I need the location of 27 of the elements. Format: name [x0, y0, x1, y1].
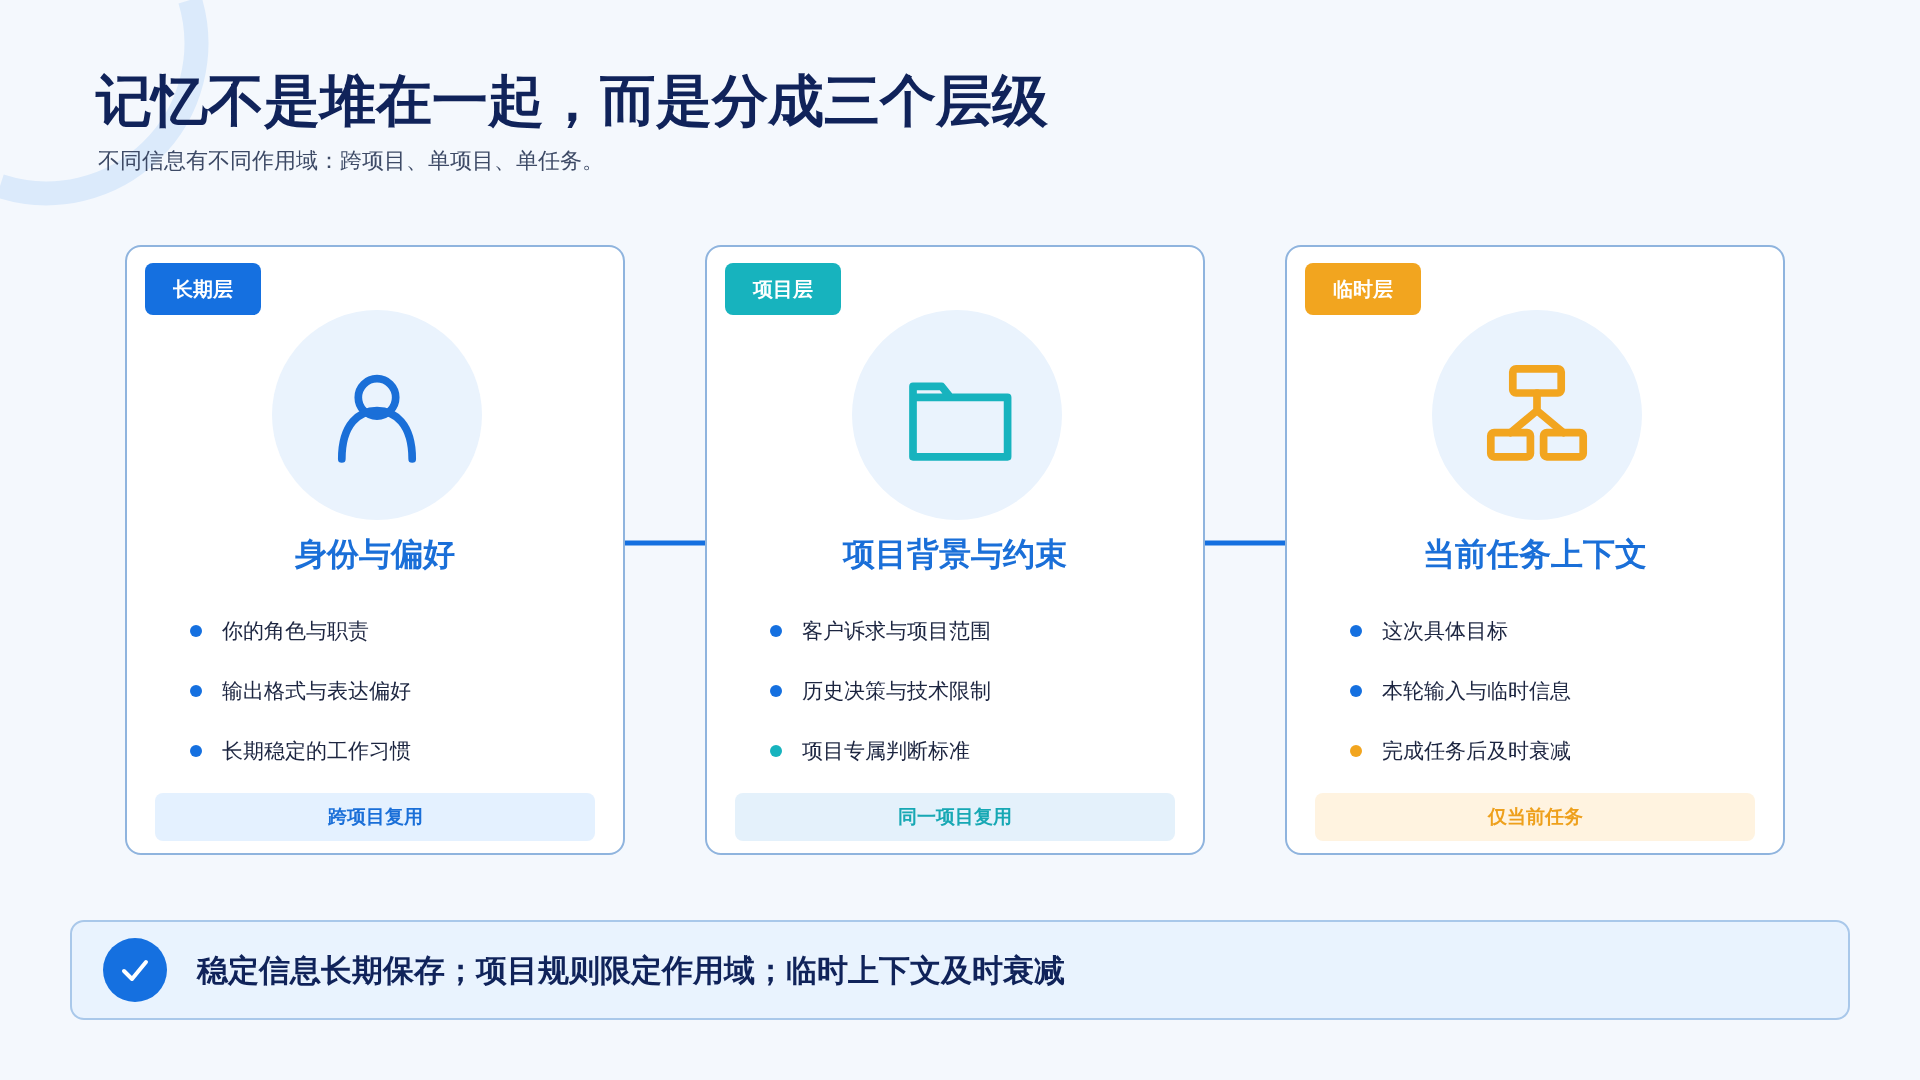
layer-tag: 临时层 — [1305, 263, 1421, 315]
card-heading: 身份与偏好 — [294, 534, 456, 575]
summary-text: 稳定信息长期保存；项目规则限定作用域；临时上下文及时衰减 — [197, 951, 1065, 990]
bullet-text: 客户诉求与项目范围 — [802, 618, 991, 645]
layer-tag: 项目层 — [725, 263, 841, 315]
card-heading: 项目背景与约束 — [841, 534, 1068, 575]
connector-line — [1205, 540, 1285, 546]
card-heading: 当前任务上下文 — [1422, 534, 1648, 575]
scope-pill: 同一项目复用 — [735, 793, 1175, 841]
subtitle: 不同信息有不同作用域：跨项目、单项目、单任务。 — [98, 147, 604, 175]
layer-card — [125, 245, 625, 855]
layer-card — [1285, 245, 1785, 855]
layer-card — [705, 245, 1205, 855]
bullet-text: 完成任务后及时衰减 — [1382, 738, 1571, 765]
slide-title: 记忆不是堆在一起，而是分成三个层级 — [96, 67, 1048, 135]
connector-line — [625, 540, 705, 546]
bullet-text: 这次具体目标 — [1382, 618, 1508, 645]
scope-pill: 仅当前任务 — [1315, 793, 1755, 841]
summary-banner — [70, 920, 1850, 1020]
bullet-text: 历史决策与技术限制 — [802, 678, 991, 705]
bullet-text: 你的角色与职责 — [222, 618, 369, 645]
scope-pill: 跨项目复用 — [155, 793, 595, 841]
layer-tag: 长期层 — [145, 263, 261, 315]
bullet-text: 长期稳定的工作习惯 — [222, 738, 411, 765]
bullet-text: 本轮输入与临时信息 — [1382, 678, 1571, 705]
bullet-text: 输出格式与表达偏好 — [222, 678, 411, 705]
bullet-text: 项目专属判断标准 — [802, 738, 970, 765]
